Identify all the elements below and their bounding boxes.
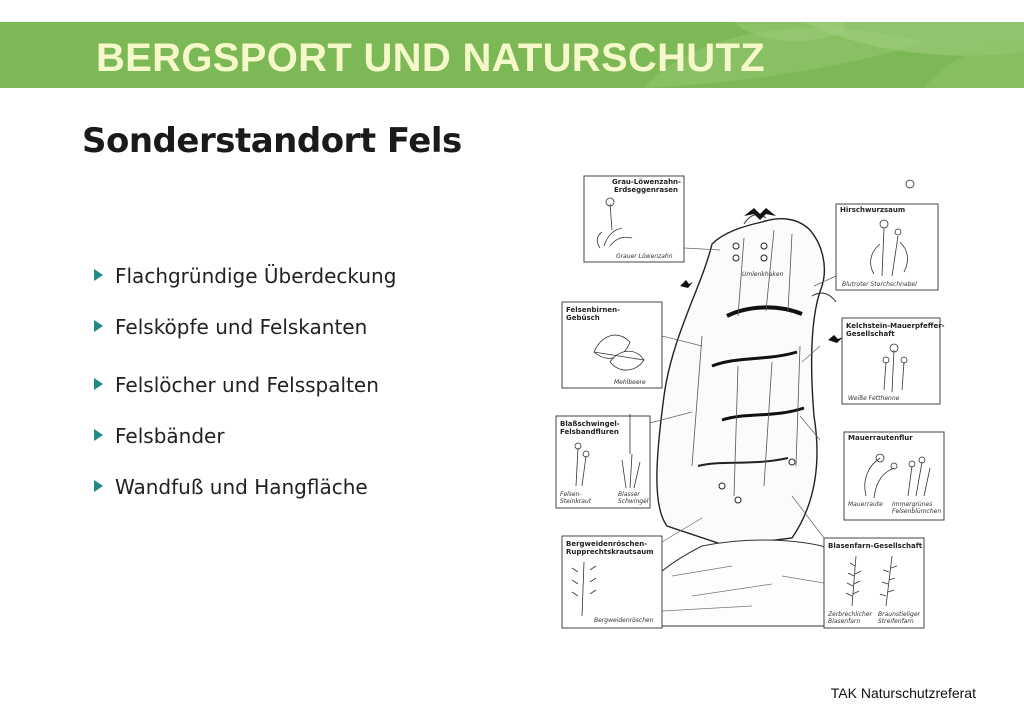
panel-title: Felsbandfluren: [560, 428, 619, 436]
bullet-item: Felslöcher und Felsspalten: [94, 372, 379, 398]
bullet-item: Flachgründige Überdeckung: [94, 263, 396, 289]
plant-caption: Bergweidenröschen: [594, 617, 654, 624]
habitat-panel: Kelchstein-Mauerpfeffer- Gesellschaft We…: [841, 317, 945, 405]
plant-caption: Schwingel: [618, 498, 649, 505]
triangle-bullet-icon: [94, 480, 103, 492]
banner-title: BERGSPORT UND NATURSCHUTZ: [96, 36, 765, 80]
habitat-panel: Hirschwurzsaum Blutroter Storchschnabel: [835, 179, 939, 291]
connector-lines: [645, 247, 837, 543]
bullet-text: Felsbänder: [115, 424, 225, 448]
title-banner: BERGSPORT UND NATURSCHUTZ: [0, 22, 1024, 88]
panel-title: Hirschwurzsaum: [840, 206, 905, 214]
bird-icon: [828, 335, 843, 343]
bird-icon: [744, 208, 776, 220]
plant-caption: Mehlbeere: [614, 379, 646, 386]
bullet-item: Wandfuß und Hangfläche: [94, 474, 368, 500]
plant-caption: Immergrünes: [892, 501, 932, 508]
route-markers: [718, 242, 796, 504]
rock-face: [610, 214, 888, 627]
bullet-text: Wandfuß und Hangfläche: [115, 475, 368, 499]
panel-title: Gebüsch: [566, 314, 600, 322]
habitat-panel: Mauerrautenflur Mauerraute Immergrünes F…: [843, 431, 945, 521]
fern-drawing-icon: [845, 555, 898, 607]
footer-credit: TAK Naturschutzreferat: [830, 685, 976, 701]
plant-caption: Braunstieliger: [878, 611, 921, 618]
panel-title: Grau-Löwenzahn-: [612, 178, 681, 186]
bullet-text: Flachgründige Überdeckung: [115, 264, 397, 288]
plant-caption: Mauerraute: [848, 501, 883, 508]
bullet-item: Felsbänder: [94, 423, 225, 449]
plant-caption: Grauer Löwenzahn: [616, 253, 673, 260]
plant-drawing-icon: [864, 453, 931, 499]
bullet-item: Felsköpfe und Felskanten: [94, 314, 367, 340]
triangle-bullet-icon: [94, 378, 103, 390]
plant-drawing-icon: [571, 561, 597, 617]
panel-title: Erdseggenrasen: [614, 186, 678, 194]
habitat-panel: Blaßschwingel- Felsbandfluren Felsen- St…: [555, 414, 651, 509]
panel-title: Blaßschwingel-: [560, 420, 620, 428]
bullet-text: Felsköpfe und Felskanten: [115, 315, 368, 339]
plant-caption: Steinkraut: [560, 498, 592, 505]
leaf-drawing-icon: [593, 334, 645, 371]
panel-title: Bergweidenröschen-: [566, 540, 647, 548]
rock-label: Umlenkhaken: [742, 271, 784, 278]
habitat-panel: Bergweidenröschen- Rupprechtskrautsaum B…: [561, 535, 663, 629]
panel-title: Rupprechtskrautsaum: [566, 548, 654, 556]
plant-drawing-icon: [870, 179, 915, 277]
plant-drawing-icon: [596, 197, 633, 249]
panel-title: Kelchstein-Mauerpfeffer-: [846, 322, 945, 330]
plant-drawing-icon: [882, 343, 908, 393]
panel-title: Felsenbirnen-: [566, 306, 620, 314]
bird-icon: [680, 280, 693, 288]
triangle-bullet-icon: [94, 429, 103, 441]
rock-habitat-illustration: Umlenkhaken Grau-Löwenzahn- Erdseggenras…: [555, 175, 945, 629]
plant-caption: Streifenfarn: [878, 618, 914, 625]
triangle-bullet-icon: [94, 320, 103, 332]
triangle-bullet-icon: [94, 269, 103, 281]
plant-caption: Weiße Fetthenne: [848, 395, 900, 402]
plant-caption: Blasenfarn: [828, 618, 860, 625]
habitat-panel: Grau-Löwenzahn- Erdseggenrasen Grauer Lö…: [583, 175, 685, 263]
plant-caption: Felsenblümchen: [892, 508, 941, 515]
plant-caption: Zerbrechlicher: [827, 611, 872, 618]
panel-title: Mauerrautenflur: [848, 434, 913, 442]
plant-drawing-icon: [574, 414, 641, 489]
bullet-text: Felslöcher und Felsspalten: [115, 373, 379, 397]
panel-title: Gesellschaft: [846, 330, 895, 338]
plant-caption: Blasser: [618, 491, 640, 498]
habitat-panel: Felsenbirnen- Gebüsch Mehlbeere: [561, 301, 663, 389]
slide-heading: Sonderstandort Fels: [82, 121, 462, 161]
plant-caption: Felsen-: [560, 491, 582, 498]
leaf-decoration-icon: [644, 22, 1024, 88]
panel-title: Blasenfarn-Gesellschaft: [828, 542, 923, 550]
habitat-panel: Blasenfarn-Gesellschaft Zerbrechlicher B…: [823, 537, 925, 629]
plant-caption: Blutroter Storchschnabel: [842, 281, 917, 288]
